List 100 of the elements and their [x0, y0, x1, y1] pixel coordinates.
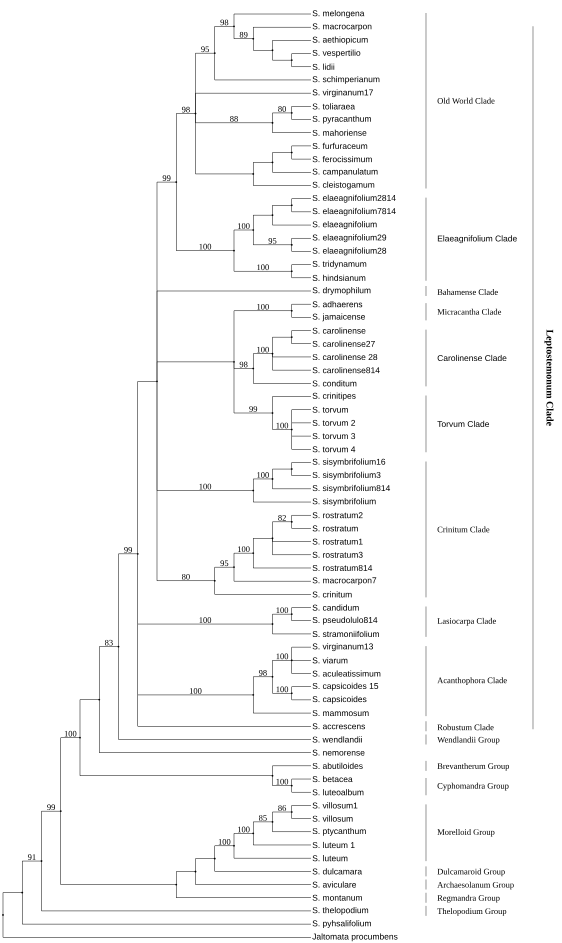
taxon-label: S. abutiloides [312, 762, 363, 769]
bootstrap-value: 100 [276, 686, 288, 692]
taxon-label: S. ferocissimum [312, 156, 372, 162]
tree-branch [253, 538, 273, 554]
branch-point [290, 784, 293, 787]
bootstrap-value: 88 [230, 116, 238, 122]
bootstrap-value: 100 [257, 472, 269, 478]
tree-branch [253, 214, 273, 230]
bootstrap-value: 100 [218, 839, 230, 845]
tree-branch [60, 810, 176, 885]
tree-branch [272, 660, 292, 678]
branch-point [252, 552, 254, 554]
bootstrap-value: 100 [200, 484, 212, 490]
taxon-label: S. carolinense 28 [312, 354, 378, 360]
taxon-label: S. luteum 1 [312, 842, 355, 848]
tree-branch [292, 310, 312, 318]
clade-label: Bahamense Clade [437, 289, 498, 295]
branch-point [214, 52, 216, 54]
tree-branch [292, 270, 312, 278]
tree-branch [292, 522, 312, 529]
taxon-label: S. vespertilio [312, 50, 360, 58]
bootstrap-value: 100 [276, 778, 288, 785]
tree-branch [234, 250, 292, 272]
branch-point [290, 336, 293, 338]
tree-branch [272, 676, 292, 694]
tree-branch [272, 468, 292, 480]
tree-branch [292, 812, 312, 819]
tree-branch [292, 693, 312, 700]
branch-point [60, 810, 62, 812]
tree-branch [272, 396, 312, 414]
tree-branch [22, 892, 312, 924]
tree-branch [118, 646, 312, 740]
tree-branch [253, 478, 273, 491]
taxon-label: S. lidii [312, 64, 334, 70]
branch-point [290, 244, 293, 246]
taxon-label: S. nemorense [312, 750, 365, 756]
tree-branch [2, 892, 22, 916]
taxon-label: S. virginanum13 [312, 643, 373, 652]
bootstrap-value: 98 [240, 362, 248, 368]
bootstrap-value: 82 [278, 515, 286, 521]
tree-branch [253, 26, 312, 39]
taxon-label: S. hindsianum [312, 274, 366, 281]
tree-branch [234, 833, 254, 846]
clade-label: Wendlandii Group [437, 736, 500, 744]
tree-branch [253, 822, 273, 834]
taxon-label: S. sisymbrifolium16 [312, 458, 386, 466]
tree-branch [292, 805, 312, 812]
tree-branch [292, 686, 312, 694]
tree-branch [214, 52, 312, 80]
taxon-label: S. carolinense [312, 327, 366, 334]
tree-branch [292, 330, 312, 338]
taxon-label: S. luteoalbum [312, 789, 364, 796]
tree-branch [176, 871, 196, 885]
taxon-label: S. sisymbrifolium [312, 498, 376, 506]
clade-label: Micracantha Clade [437, 308, 502, 315]
tree-branch [156, 362, 234, 382]
taxon-label: S. conditum [312, 380, 356, 386]
bootstrap-value: 99 [162, 175, 170, 181]
clade-label: Leptostemonum Clade [544, 330, 554, 426]
taxon-label: S. cleistogamum [312, 182, 374, 190]
branch-point [290, 613, 293, 616]
tree-branch [292, 146, 312, 153]
clade-label: Old World Clade [438, 98, 495, 104]
taxon-label: S. toliaraea [312, 103, 355, 110]
bootstrap-value: 100 [238, 546, 250, 552]
taxon-label: S. tridynamum [312, 260, 366, 269]
taxon-label: S. furfuraceum [312, 142, 368, 149]
taxon-label: S. wendlandii [312, 736, 362, 743]
bootstrap-value: 80 [278, 106, 286, 112]
tree-branch [272, 775, 292, 786]
taxon-label: S. campanulatum [312, 168, 378, 176]
taxon-label: S. drymophilum [312, 287, 370, 295]
tree-branch [292, 614, 312, 621]
tree-branch [292, 336, 312, 344]
branch-point [214, 580, 216, 582]
taxon-label: S. elaeagnifolium2814 [312, 194, 396, 203]
tree-branch [60, 737, 80, 812]
tree-branch [292, 785, 312, 792]
taxon-label: S. rostratum1 [312, 538, 363, 545]
branch-point [290, 310, 293, 312]
clade-label: Elaeagnifolium Clade [438, 235, 517, 244]
taxon-label: S. ptycanthum [312, 828, 366, 836]
tree-branch [253, 174, 312, 186]
tree-branch [2, 914, 312, 938]
tree-branch [272, 152, 292, 163]
taxon-label: S. sisymbrifolium3 [312, 472, 381, 480]
tree-branch [138, 381, 158, 554]
tree-branch [292, 60, 312, 68]
tree-branch [272, 766, 312, 776]
tree-branch [272, 162, 312, 173]
tree-branch [214, 580, 312, 595]
bootstrap-value: 100 [276, 607, 288, 614]
tree-branch [253, 230, 292, 246]
bootstrap-value: 91 [28, 854, 36, 860]
tree-branch [195, 871, 312, 885]
bootstrap-value: 100 [238, 223, 250, 229]
clade-label: Torvum Clade [437, 420, 490, 427]
taxon-label: S. macrocarpon7 [312, 577, 376, 585]
taxon-label: S. capsicoides [312, 696, 366, 704]
branch-point [290, 659, 293, 662]
